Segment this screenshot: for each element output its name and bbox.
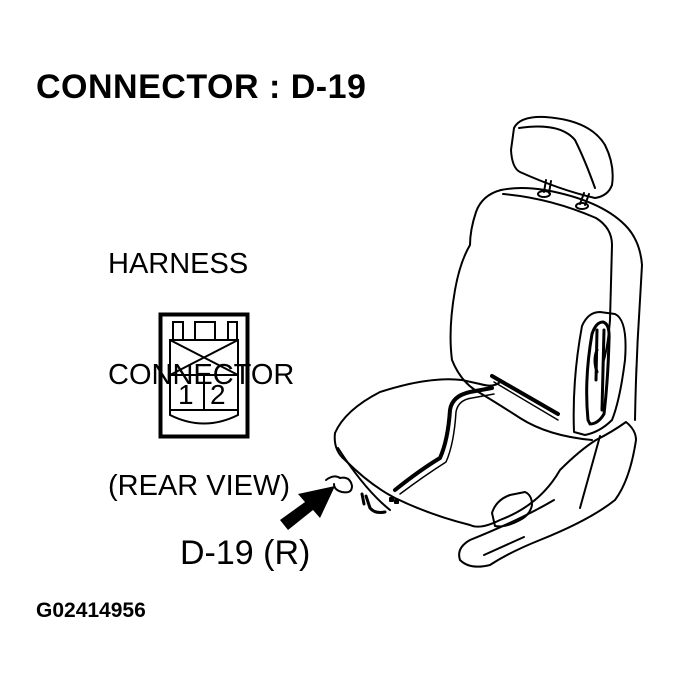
pointer-arrow-icon xyxy=(280,486,335,530)
seat-illustration xyxy=(325,115,643,568)
seat-cushion xyxy=(334,378,501,434)
connector-face-icon xyxy=(158,312,250,439)
diagram-title: CONNECTOR : D-19 xyxy=(36,68,367,106)
pin-2-label: 2 xyxy=(210,379,226,410)
harness-label-line-1: HARNESS xyxy=(108,248,249,280)
figure-id: G02414956 xyxy=(36,599,146,622)
headrest xyxy=(510,115,614,199)
backrest xyxy=(500,187,643,421)
connector-callout-label: D-19 (R) xyxy=(180,534,311,572)
pin-1-label: 1 xyxy=(178,379,194,410)
harness-connector-label: HARNESS CONNECTOR (REAR VIEW) xyxy=(108,172,294,542)
harness-label-line-3: (REAR VIEW) xyxy=(108,470,291,502)
